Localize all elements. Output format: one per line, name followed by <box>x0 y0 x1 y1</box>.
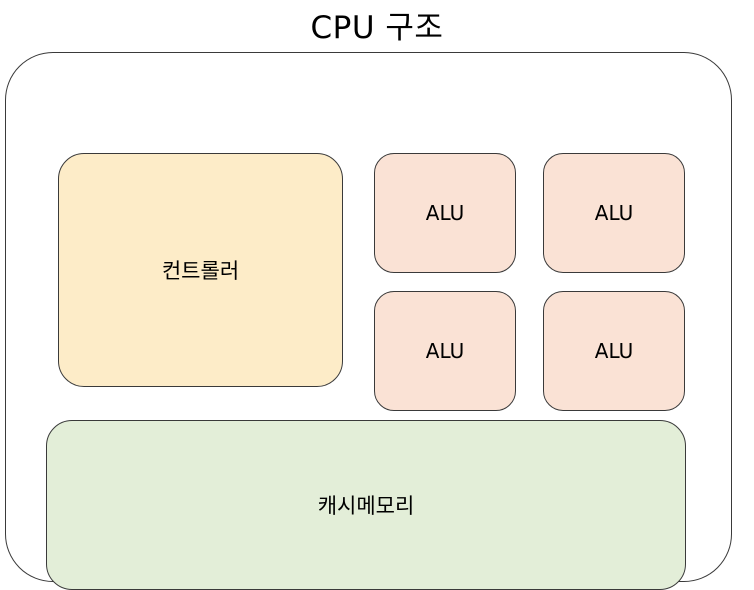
controller-label: 컨트롤러 <box>161 259 240 283</box>
cache-memory-block: 캐시메모리 <box>46 420 686 590</box>
alu-block-4: ALU <box>543 291 685 411</box>
alu-block-3: ALU <box>374 291 516 411</box>
alu-label-4: ALU <box>594 339 634 363</box>
alu-label-3: ALU <box>425 339 465 363</box>
cpu-container: 컨트롤러 ALU ALU ALU ALU 캐시메모리 <box>5 52 732 590</box>
alu-label-2: ALU <box>594 201 634 225</box>
controller-block: 컨트롤러 <box>58 153 343 387</box>
alu-block-1: ALU <box>374 153 516 273</box>
alu-label-1: ALU <box>425 201 465 225</box>
page-title: CPU 구조 <box>310 10 444 46</box>
alu-block-2: ALU <box>543 153 685 273</box>
cache-memory-label: 캐시메모리 <box>317 494 415 518</box>
